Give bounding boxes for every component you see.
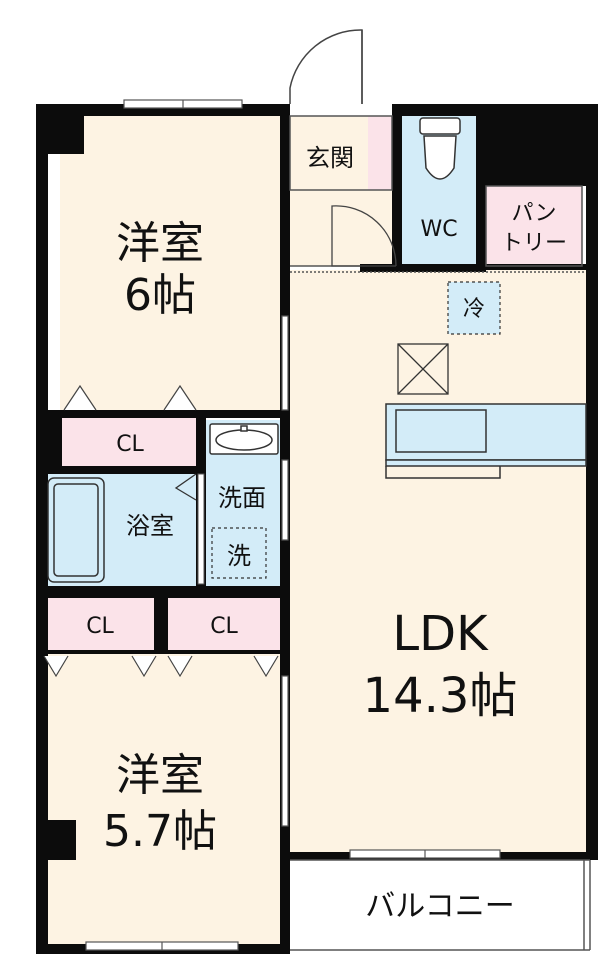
ldk-name: LDK (392, 606, 489, 662)
labels: 洋室 6帖 洋室 5.7帖 LDK 14.3帖 玄関 WC パン トリー CL … (86, 144, 567, 924)
partition-entrance-wc (392, 104, 402, 266)
ldk-size: 14.3帖 (363, 668, 518, 724)
closet-3-floor (168, 598, 280, 652)
closet-2-label: CL (86, 614, 114, 639)
balcony-label: バルコニー (365, 889, 514, 924)
window-wash-side (281, 459, 289, 541)
front-door (289, 29, 363, 104)
range-hood-icon (397, 343, 449, 395)
closet-3-label: CL (210, 614, 238, 639)
pillar-top-left (36, 104, 84, 154)
pantry-floor (486, 186, 582, 266)
wash-door-gap (197, 473, 205, 585)
western-room-2-size: 5.7帖 (103, 806, 217, 857)
partition-closet-bath (48, 466, 200, 474)
wc-door (331, 205, 397, 267)
closet-doors (43, 384, 279, 678)
fridge-label: 冷 (463, 297, 485, 322)
partition-room1-closet (48, 410, 280, 418)
pillar-left-mid (36, 412, 62, 472)
entrance-box (289, 115, 393, 191)
western-room-1-name: 洋室 (116, 218, 204, 269)
toilet-icon (419, 117, 461, 180)
pillar-top-right (478, 104, 598, 186)
western-room-1-size: 6帖 (124, 270, 196, 321)
partition-wc-pantry (476, 104, 486, 266)
washer-label: 洗 (227, 542, 251, 570)
pantry-label-line2: トリー (501, 231, 567, 256)
washroom-label: 洗面 (218, 484, 266, 512)
windows (85, 99, 501, 951)
partition-closet-room2 (44, 650, 280, 654)
partition-kitchen-wall (486, 264, 586, 270)
partition-bath-bottom (36, 586, 288, 598)
entrance-label: 玄関 (306, 144, 354, 172)
partition-wc-bottom (360, 264, 486, 272)
western-room-2-name: 洋室 (116, 750, 204, 801)
closet-2-floor (44, 598, 154, 652)
pantry-box (485, 185, 583, 267)
kitchen-counter (385, 403, 587, 479)
western-room-1-floor (60, 116, 280, 414)
partition-closets (154, 596, 168, 654)
window-room2-side (281, 675, 289, 827)
wall-right (586, 104, 598, 860)
bathtub-icon (47, 477, 105, 583)
sink-icon (209, 423, 279, 455)
fridge-box (447, 281, 501, 335)
western-room-2-floor (44, 654, 280, 946)
window-room1-side (281, 315, 289, 411)
entrance-shoe-box (368, 116, 392, 190)
pillar-left-lower (36, 820, 76, 860)
washer-box (211, 527, 267, 579)
closet-1-label: CL (116, 432, 144, 457)
wc-label: WC (420, 217, 457, 242)
bathroom-label: 浴室 (126, 512, 174, 540)
closet-1-floor (60, 418, 200, 466)
bath-drain-icon (174, 473, 197, 501)
entrance-step (290, 116, 368, 190)
ldk-floor (290, 270, 586, 852)
pantry-label-line1: パン (511, 201, 556, 226)
wall-left (36, 104, 48, 954)
